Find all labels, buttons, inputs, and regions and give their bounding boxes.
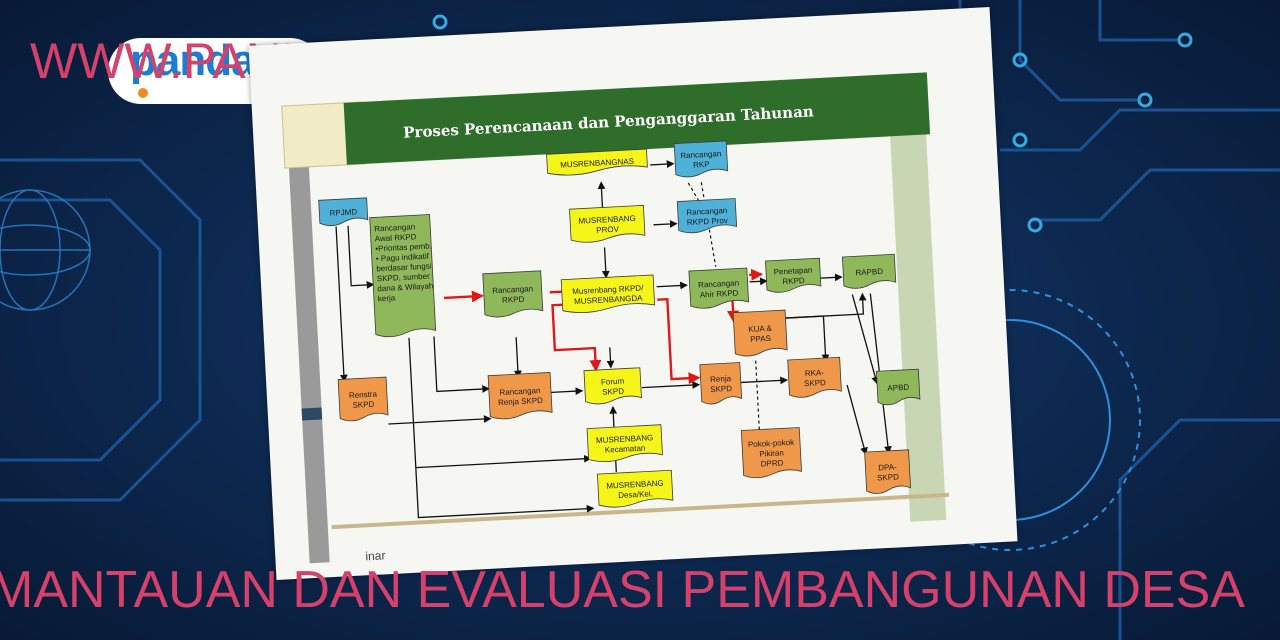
node-label: Pokok-pokok: [748, 438, 796, 449]
left-bar-marker: [301, 407, 323, 421]
node-label: Rancangan: [492, 284, 533, 295]
node-label: MUSRENBANG: [596, 433, 654, 445]
node-label: Desa/Kel.: [618, 489, 653, 500]
node-label: Rancangan: [680, 149, 721, 160]
node-label: Renja SKPD: [498, 396, 544, 407]
node-dpa-skpd: DPA-SKPD: [864, 449, 911, 494]
node-rka-skpd: RKA-SKPD: [787, 356, 842, 398]
node-label: dana & Wilayah: [377, 281, 433, 293]
left-bar: [286, 112, 330, 564]
node-musrenbang-rkpd: Musrenbang RKPD/MUSRENBANGDA: [560, 274, 656, 314]
logo-dot-icon: [138, 88, 148, 98]
slide-photo: Proses Perencanaan dan Penganggaran Tahu…: [248, 6, 1018, 581]
node-label: RAPBD: [855, 267, 883, 277]
node-label: RKPD: [782, 276, 805, 286]
node-label: Rancangan: [499, 386, 540, 397]
node-label: •Prioritas pemb.: [375, 241, 432, 253]
node-label: MUSRENBANG: [606, 479, 664, 491]
node-label: • Pagu indikatif: [376, 252, 430, 264]
node-label: SKPD: [352, 400, 374, 410]
node-label: Ahir RKPD: [700, 288, 739, 299]
node-label: RKP: [693, 160, 710, 170]
node-label: SKPD, sumber: [377, 272, 431, 284]
node-label: kerja: [378, 293, 396, 303]
node-rapbd: RAPBD: [841, 253, 897, 289]
slide-footer: inar: [365, 548, 386, 563]
node-label: Renja: [710, 374, 732, 384]
node-label: SKPD: [710, 384, 732, 394]
node-label: Kecamatan: [605, 444, 646, 455]
node-label: Awal RKPD: [375, 232, 417, 243]
node-label: Pikiran: [759, 448, 784, 458]
node-label: MUSRENBANGDA: [574, 293, 643, 306]
node-label: RKPD Prov: [687, 216, 728, 227]
node-label: Penetapan: [773, 266, 812, 277]
node-label: Forum: [601, 377, 625, 387]
node-label: berdasar fungsi: [376, 262, 432, 274]
node-label: Renstra: [349, 390, 378, 400]
node-musrenbangnas: MUSRENBANGNAS: [546, 148, 648, 176]
node-label: MUSRENBANGNAS: [560, 157, 634, 170]
node-label: Rancangan: [686, 206, 727, 217]
bottom-rule: [331, 492, 950, 530]
node-label: Rancangan: [374, 222, 415, 233]
node-label: RPJMD: [329, 207, 357, 217]
node-label: SKPD: [602, 387, 624, 397]
banner-title: MANTAUAN DAN EVALUASI PEMBANGUNAN DESA: [0, 561, 1245, 619]
logo[interactable]: panda: [130, 36, 256, 85]
node-label: SKPD: [804, 378, 826, 388]
node-label: PPAS: [750, 334, 771, 344]
node-apbd: APBD: [875, 368, 921, 406]
node-label: DPRD: [761, 458, 784, 468]
title-bar: [343, 72, 931, 165]
node-label: PROV: [596, 225, 620, 235]
node-label: KUA &: [748, 324, 773, 334]
node-label: APBD: [887, 383, 909, 393]
process-diagram: Proses Perencanaan dan Penganggaran Tahu…: [281, 72, 950, 564]
node-label: Rancangan: [698, 278, 739, 289]
node-label: RKA-: [805, 368, 825, 378]
node-label: Musrenbang RKPD/: [572, 283, 644, 296]
node-label: MUSRENBANG: [578, 214, 636, 226]
node-label: RKPD: [502, 295, 525, 305]
node-rpjmd: RPJMD: [318, 197, 369, 227]
node-label: SKPD: [877, 472, 899, 482]
right-bar: [888, 100, 947, 522]
node-kua-ppas: KUA &PPAS: [732, 309, 788, 357]
node-label: DPA-: [878, 462, 897, 472]
